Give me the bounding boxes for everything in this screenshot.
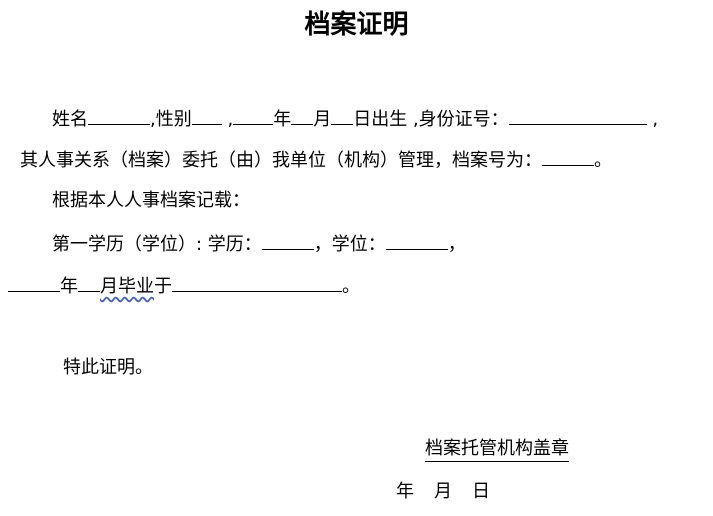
personal-info-line: 姓名 ,性别 , 年月日出生 ,身份证号： ,: [52, 106, 658, 132]
month-label: 月: [313, 109, 332, 130]
month-label: 月: [100, 276, 118, 297]
comma: ,: [652, 109, 659, 130]
school-blank[interactable]: [172, 273, 342, 292]
education-line: 第一学历（学位）: 学历： ，学位： ，: [52, 231, 466, 257]
name-blank[interactable]: [88, 106, 150, 125]
document-title: 档案证明: [304, 10, 409, 40]
birth-day-blank[interactable]: [331, 106, 354, 125]
birth-year-blank[interactable]: [233, 106, 274, 125]
id-label: ,身份证号：: [412, 109, 509, 130]
comma: ，: [447, 234, 466, 255]
graduate-label: 毕业: [118, 276, 154, 297]
at-label: 于: [154, 276, 172, 297]
education-label: 第一学历（学位）: 学历：: [52, 234, 262, 255]
education-blank[interactable]: [261, 231, 314, 250]
stamp-label: 档案托管机构盖章: [425, 437, 569, 462]
birth-label: 日出生: [353, 109, 408, 130]
record-intro: 根据本人人事档案记载：: [52, 190, 250, 211]
custody-line: 其人事关系（档案）委托（由）我单位（机构）管理，档案号为： 。: [20, 147, 612, 173]
period: 。: [594, 150, 612, 171]
id-number-blank[interactable]: [508, 106, 647, 125]
gender-blank[interactable]: [191, 106, 222, 125]
year-label: 年: [396, 481, 414, 502]
date-line: 年月日: [396, 480, 490, 504]
gender-label: ,性别: [150, 109, 192, 130]
grad-month-blank[interactable]: [78, 273, 100, 292]
name-label: 姓名: [52, 109, 88, 130]
custody-text: 其人事关系（档案）委托（由）我单位（机构）管理，档案号为：: [20, 150, 542, 171]
year-label: 年: [273, 109, 292, 130]
degree-label: ，学位：: [313, 234, 386, 255]
file-number-blank[interactable]: [542, 147, 594, 166]
grad-year-blank[interactable]: [8, 273, 60, 292]
certify-text: 特此证明。: [63, 357, 153, 378]
birth-month-blank[interactable]: [291, 106, 314, 125]
graduation-line: 年 月毕业于 。: [8, 273, 360, 299]
day-label: 日: [472, 481, 490, 502]
month-label: 月: [434, 481, 452, 502]
period: 。: [342, 276, 360, 297]
year-label: 年: [60, 276, 78, 297]
comma: ,: [227, 109, 234, 130]
degree-blank[interactable]: [385, 231, 448, 250]
